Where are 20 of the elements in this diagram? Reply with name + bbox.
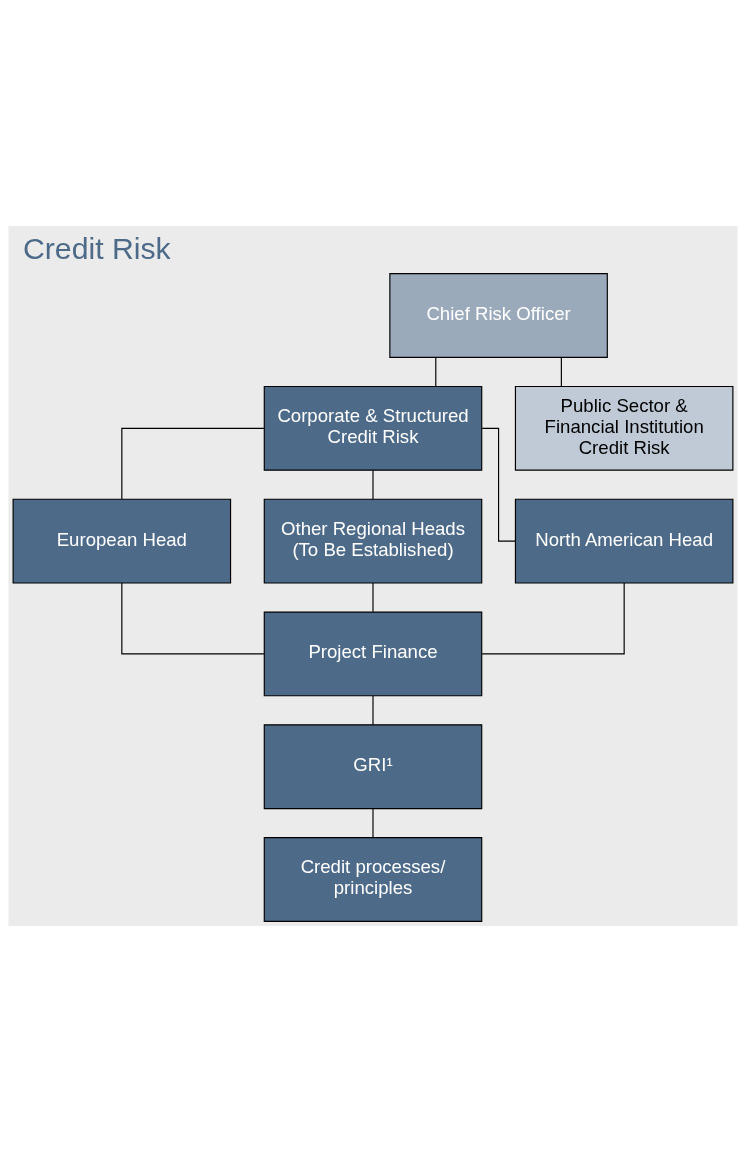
- connector: [481, 582, 625, 654]
- connector: [372, 694, 374, 725]
- node-box: European Head: [12, 498, 232, 584]
- node-box: Chief Risk Officer: [389, 272, 608, 358]
- node-box: Corporate & Structured Credit Risk: [263, 385, 483, 471]
- connector: [372, 582, 374, 612]
- diagram-title: Credit Risk: [22, 231, 171, 265]
- node-box: North American Head: [514, 498, 734, 584]
- node-box: GRI¹: [263, 723, 483, 809]
- node-box: Other Regional Heads (To Be Established): [263, 498, 483, 584]
- node-box: Credit processes/ principles: [263, 836, 483, 922]
- connector: [121, 582, 265, 654]
- connector: [372, 807, 374, 838]
- connector: [560, 356, 562, 387]
- connector: [435, 356, 437, 387]
- node-box: Public Sector & Financial Institution Credit Risk: [514, 385, 734, 471]
- connector: [372, 469, 374, 500]
- node-box: Project Finance: [263, 610, 483, 696]
- connector: [481, 427, 516, 542]
- connector: [121, 427, 265, 500]
